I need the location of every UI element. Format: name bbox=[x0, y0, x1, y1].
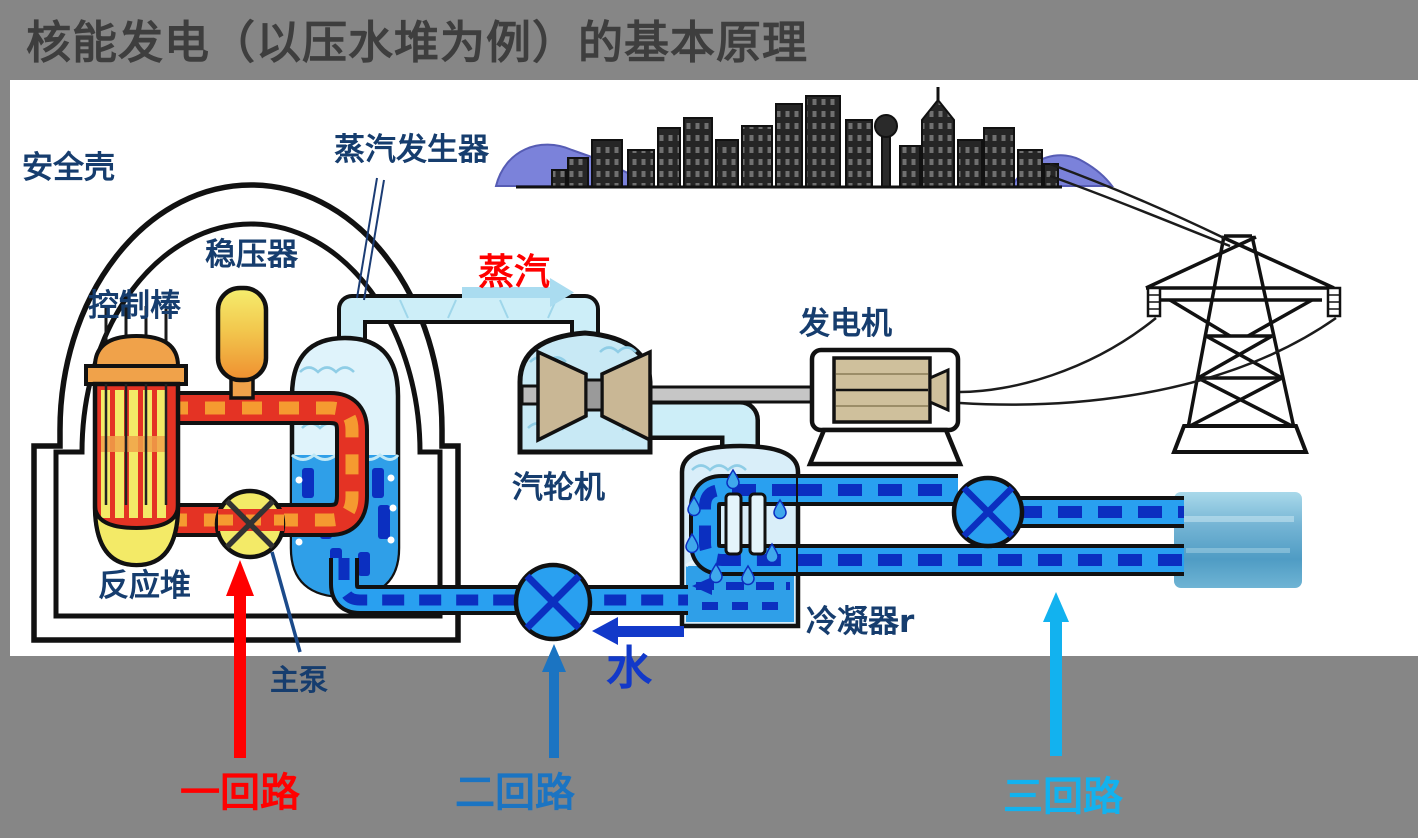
label-loop2: 二回路 bbox=[455, 770, 576, 816]
containment-outer-wall bbox=[31, 182, 461, 643]
label-turbine: 汽轮机 bbox=[512, 470, 605, 506]
label-reactor: 反应堆 bbox=[98, 568, 191, 604]
loop1-arrow bbox=[226, 560, 254, 758]
label-water: 水 bbox=[606, 641, 653, 695]
label-generator: 发电机 bbox=[798, 306, 892, 342]
turbine-rotor-right bbox=[600, 349, 652, 443]
loop3-arrow bbox=[1043, 592, 1069, 756]
reactor-head bbox=[92, 333, 181, 368]
city-skyline bbox=[494, 87, 1115, 189]
generator-pedestal bbox=[806, 427, 964, 467]
turbine-rotor-left bbox=[536, 349, 588, 443]
label-control-rods: 控制棒 bbox=[88, 288, 182, 324]
cooling-pipes bbox=[798, 474, 1184, 576]
feedwater-pipe bbox=[329, 558, 688, 615]
label-condenser: 冷凝器r bbox=[806, 604, 915, 640]
power-lines bbox=[959, 162, 1337, 406]
loop2-arrow bbox=[542, 644, 566, 758]
water-flow-arrow bbox=[592, 617, 684, 645]
pressurizer-body bbox=[215, 285, 269, 383]
buildings bbox=[551, 95, 1059, 188]
label-loop1: 一回路 bbox=[180, 770, 301, 816]
sea-water bbox=[1174, 492, 1302, 588]
turbine bbox=[517, 330, 653, 455]
reactor-vessel bbox=[84, 306, 188, 568]
steam-pipe bbox=[337, 294, 600, 350]
reactor-lower-head bbox=[93, 504, 180, 568]
label-steam-generator: 蒸汽发生器 bbox=[334, 132, 490, 168]
label-main-pump: 主泵 bbox=[270, 663, 328, 697]
pressurizer bbox=[215, 285, 269, 400]
generator-cone bbox=[928, 367, 950, 413]
main-pump bbox=[214, 488, 286, 560]
label-loop3: 三回路 bbox=[1003, 774, 1124, 820]
insulator-right bbox=[1326, 286, 1342, 318]
turbine-hub bbox=[584, 378, 604, 412]
tower-base bbox=[1171, 424, 1309, 454]
label-pressurizer: 稳压器 bbox=[205, 237, 299, 273]
label-containment: 安全壳 bbox=[22, 150, 115, 186]
generator bbox=[806, 347, 964, 467]
circulation-pump bbox=[951, 475, 1025, 549]
insulator-left bbox=[1146, 286, 1162, 318]
steam-flow-arrow bbox=[462, 278, 574, 307]
sg-leader-line bbox=[356, 177, 385, 301]
transmission-tower bbox=[1145, 234, 1342, 454]
reactor-flange bbox=[84, 364, 188, 386]
needle-tower bbox=[874, 114, 898, 188]
label-steam: 蒸汽 bbox=[478, 252, 550, 293]
condenser bbox=[679, 443, 801, 629]
condenser-tubes bbox=[724, 492, 767, 556]
condenser-cooling-coil bbox=[689, 474, 796, 576]
feedwater-pump bbox=[513, 562, 593, 642]
primary-loop-pipe bbox=[168, 391, 369, 537]
page-title: 核能发电（以压水堆为例）的基本原理 bbox=[26, 16, 809, 69]
main-pump-leader-line bbox=[270, 551, 302, 653]
